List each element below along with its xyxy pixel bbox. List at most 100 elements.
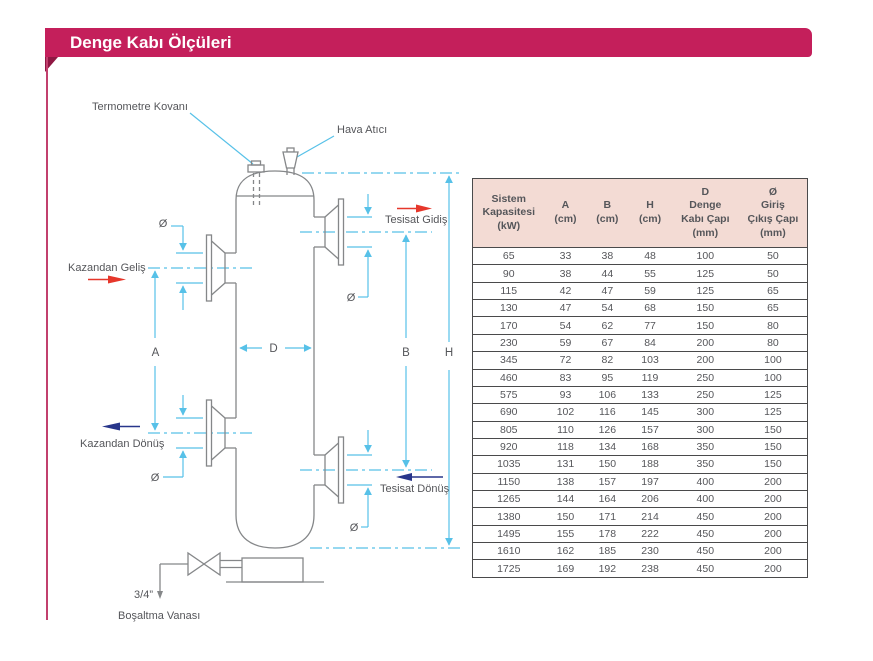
table-cell: 100 — [671, 246, 739, 266]
dim-label-h: H — [445, 347, 453, 359]
table-cell: 90 — [472, 264, 545, 283]
table-cell: 164 — [586, 490, 629, 509]
table-cell: 138 — [544, 472, 587, 492]
column-header: B(cm) — [586, 178, 629, 248]
table-cell: 125 — [738, 385, 808, 405]
table-cell: 169 — [544, 559, 587, 578]
table-cell: 200 — [671, 351, 739, 370]
column-header: H(cm) — [628, 178, 672, 248]
table-cell: 197 — [628, 472, 672, 492]
table-cell: 131 — [544, 455, 587, 474]
table-cell: 42 — [544, 281, 587, 301]
tank-top-dome — [235, 170, 315, 201]
table-cell: 805 — [472, 420, 545, 439]
table-cell: 150 — [671, 299, 739, 318]
table-cell: 157 — [586, 472, 629, 492]
table-cell: 171 — [586, 507, 629, 526]
table-cell: 38 — [586, 246, 629, 266]
table-cell: 47 — [544, 299, 587, 318]
table-cell: 145 — [628, 403, 672, 422]
table-cell: 134 — [586, 437, 629, 457]
column-header: A(cm) — [544, 178, 587, 248]
table-cell: 150 — [738, 437, 808, 457]
table-cell: 250 — [671, 385, 739, 405]
table-cell: 238 — [628, 559, 672, 578]
left-rule — [46, 57, 48, 620]
table-cell: 54 — [544, 316, 587, 335]
table-cell: 920 — [472, 437, 545, 457]
table-cell: 44 — [586, 264, 629, 283]
table-cell: 450 — [671, 524, 739, 544]
nozzle-kazandan-gelis — [205, 234, 236, 302]
table-cell: 84 — [628, 333, 672, 353]
table-cell: 125 — [671, 281, 739, 301]
table-cell: 185 — [586, 542, 629, 561]
table-cell: 214 — [628, 507, 672, 526]
table-cell: 80 — [738, 316, 808, 335]
table-cell: 144 — [544, 490, 587, 509]
label-kazandan-donus: Kazandan Dönüş — [80, 438, 165, 450]
table-cell: 200 — [738, 542, 808, 561]
tank-skirt — [241, 557, 304, 583]
table-cell: 1035 — [472, 455, 545, 474]
table-cell: 155 — [544, 524, 587, 544]
page-title-ribbon: Denge Kabı Ölçüleri — [45, 28, 812, 57]
table-cell: 162 — [544, 542, 587, 561]
table-cell: 575 — [472, 385, 545, 405]
table-cell: 126 — [586, 420, 629, 439]
ribbon-fold — [45, 57, 58, 72]
table-cell: 83 — [544, 368, 587, 387]
table-cell: 95 — [586, 368, 629, 387]
label-bosaltma-vanasi: Boşaltma Vanası — [118, 610, 200, 622]
table-cell: 54 — [586, 299, 629, 318]
dim-label-d: D — [269, 343, 277, 355]
table-cell: 157 — [628, 420, 672, 439]
table-cell: 110 — [544, 420, 587, 439]
table-cell: 150 — [544, 507, 587, 526]
table-cell: 200 — [671, 333, 739, 353]
dia-label-lower-left: Ø — [151, 472, 160, 484]
label-tesisat-gidis: Tesisat Gidiş — [385, 214, 448, 226]
table-cell: 47 — [586, 281, 629, 301]
table-cell: 1150 — [472, 472, 545, 492]
table-cell: 222 — [628, 524, 672, 544]
table-cell: 48 — [628, 246, 672, 266]
table-cell: 65 — [738, 299, 808, 318]
table-cell: 150 — [738, 455, 808, 474]
tank-diagram: Termometre Kovanı Hava Atıcı Tesisat Gid… — [68, 101, 460, 622]
table-cell: 62 — [586, 316, 629, 335]
table-cell: 100 — [738, 351, 808, 370]
table-cell: 59 — [628, 281, 672, 301]
table-cell: 67 — [586, 333, 629, 353]
table-cell: 150 — [671, 316, 739, 335]
table-cell: 1725 — [472, 559, 545, 578]
table-cell: 82 — [586, 351, 629, 370]
page-title: Denge Kabı Ölçüleri — [70, 32, 232, 52]
table-cell: 77 — [628, 316, 672, 335]
flow-arrows — [88, 204, 443, 481]
table-cell: 133 — [628, 385, 672, 405]
table-cell: 300 — [671, 403, 739, 422]
table-cell: 65 — [472, 246, 545, 266]
table-cell: 59 — [544, 333, 587, 353]
table-cell: 125 — [738, 403, 808, 422]
table-cell: 168 — [628, 437, 672, 457]
table-cell: 150 — [738, 420, 808, 439]
table-cell: 1380 — [472, 507, 545, 526]
tank-bottom-dome — [235, 514, 315, 549]
table-cell: 350 — [671, 437, 739, 457]
table-cell: 230 — [628, 542, 672, 561]
